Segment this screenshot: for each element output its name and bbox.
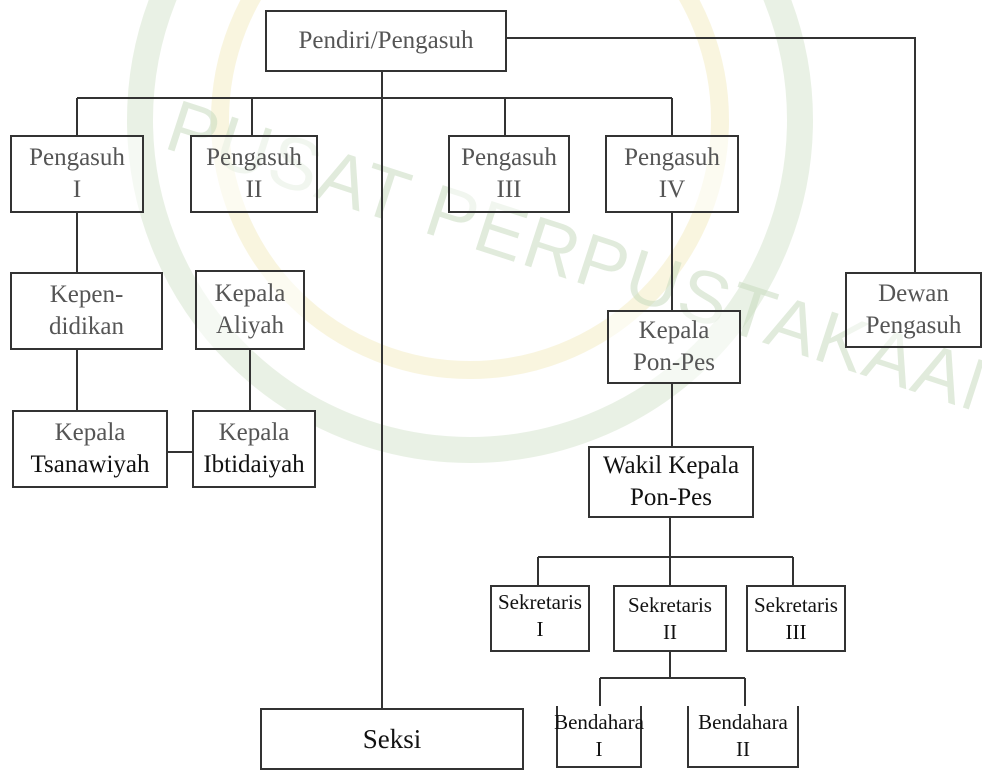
node-sekretaris-3-line1: Sekretaris [754, 592, 838, 617]
node-kepala-ponpes-line1: Kepala [638, 317, 710, 344]
node-pengasuh-1-line1: Pengasuh [29, 144, 125, 171]
node-kepala-ibtidaiyah: Kepala Ibtidaiyah [192, 410, 316, 488]
node-kepala-ponpes: Kepala Pon-Pes [607, 310, 741, 384]
node-kepala-ponpes-line2: Pon-Pes [633, 349, 715, 376]
node-pengasuh-2-line2: II [245, 176, 263, 203]
node-tsanawiyah-line1: Kepala [54, 419, 126, 446]
node-kependidikan-line2: didikan [49, 313, 124, 340]
node-dewan-pengasuh: Dewan Pengasuh [845, 272, 982, 348]
node-ibtidaiyah-line1: Kepala [218, 419, 290, 446]
node-kepala-aliyah-line1: Kepala [214, 280, 286, 307]
node-sekretaris-2-line1: Sekretaris [628, 592, 712, 617]
node-bendahara-2-line2: II [735, 737, 750, 761]
node-tsanawiyah-line2: Tsanawiyah [30, 451, 150, 478]
node-pengasuh-3-line1: Pengasuh [461, 144, 557, 171]
node-wakil-line1: Wakil Kepala [602, 452, 740, 479]
node-sekretaris-1-line1: Sekretaris [498, 590, 582, 614]
node-dewan-line1: Dewan [878, 280, 949, 307]
node-sekretaris-1-line2: I [536, 616, 544, 641]
node-bendahara-2: Bendahara II [687, 706, 799, 768]
node-pengasuh-4: Pengasuh IV [605, 135, 739, 213]
node-kepala-tsanawiyah: Kepala Tsanawiyah [12, 410, 168, 488]
node-pengasuh-2: Pengasuh II [190, 135, 318, 213]
node-pengasuh-1-line2: I [72, 176, 82, 203]
node-pengasuh-2-line1: Pengasuh [206, 144, 302, 171]
node-pengasuh-4-line1: Pengasuh [624, 144, 720, 171]
line-root-dewan [505, 37, 916, 272]
node-ibtidaiyah-line2: Ibtidaiyah [203, 451, 305, 478]
node-kependidikan-line1: Kepen- [49, 281, 124, 308]
node-pendiri-pengasuh: Pendiri/Pengasuh [265, 10, 507, 72]
node-pendiri-pengasuh-label: Pendiri/Pengasuh [298, 27, 474, 54]
node-wakil-kepala: Wakil Kepala Pon-Pes [588, 446, 754, 518]
node-sekretaris-2-line2: II [662, 619, 677, 644]
node-bendahara-1-line1: Bendahara [554, 710, 644, 735]
node-seksi-label: Seksi [362, 723, 422, 754]
node-sekretaris-1: Sekretaris I [490, 585, 590, 652]
node-sekretaris-3-line2: III [785, 619, 807, 644]
node-pengasuh-1: Pengasuh I [10, 135, 144, 213]
node-kependidikan: Kepen- didikan [10, 272, 163, 350]
node-bendahara-2-line1: Bendahara [698, 710, 788, 735]
node-dewan-line2: Pengasuh [865, 312, 962, 339]
node-seksi: Seksi [260, 708, 524, 770]
node-bendahara-1-line2: I [595, 737, 603, 761]
node-pengasuh-3-line2: III [496, 176, 522, 203]
node-wakil-line2: Pon-Pes [630, 484, 712, 511]
node-pengasuh-3: Pengasuh III [448, 135, 570, 213]
node-bendahara-1: Bendahara I [554, 706, 644, 768]
node-kepala-aliyah: Kepala Aliyah [195, 270, 305, 350]
node-kepala-aliyah-line2: Aliyah [215, 312, 285, 339]
node-sekretaris-2: Sekretaris II [613, 585, 727, 652]
node-sekretaris-3: Sekretaris III [746, 585, 846, 652]
node-pengasuh-4-line2: IV [658, 176, 686, 203]
